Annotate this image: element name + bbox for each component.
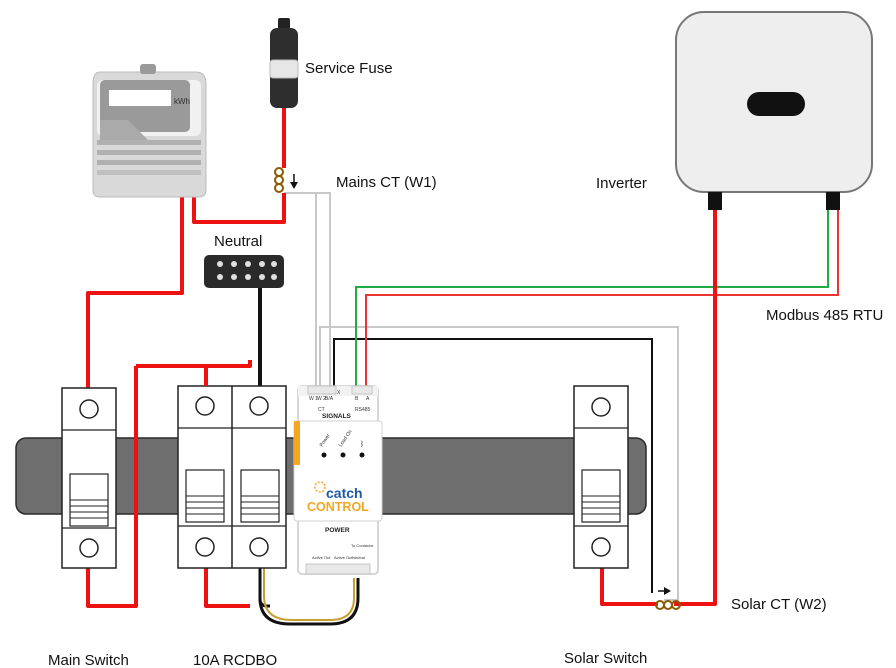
power-title: POWER: [325, 527, 350, 534]
signals-title: SIGNALS: [322, 413, 352, 420]
neutral-bar: [204, 255, 284, 288]
solar-switch: [573, 385, 629, 569]
brand-top: catch: [326, 485, 363, 501]
neutral-label: Neutral: [214, 233, 262, 250]
solar-ct-label: Solar CT (W2): [731, 596, 827, 613]
main-switch: [61, 387, 117, 569]
rs485-red-wire: [365, 210, 839, 388]
terminal-gnd: B/A: [325, 396, 334, 402]
service-fuse: [269, 18, 299, 108]
energy-meter: kWh: [92, 64, 207, 198]
main-switch-label: Main Switch: [48, 652, 129, 668]
modbus-label: Modbus 485 RTU: [766, 307, 883, 324]
catch-control-logo: catch CONTROL: [307, 481, 369, 514]
rs485-label: RS485: [355, 407, 371, 413]
power-terminal-2-top: To Contactor: [351, 543, 374, 548]
device-neutral-wire-gold: [263, 566, 355, 621]
solar-ct-arrow-icon: [658, 587, 671, 595]
mains-ct-label: Mains CT (W1): [336, 174, 437, 191]
inverter: [675, 11, 873, 210]
terminal-x: X: [337, 390, 341, 396]
rs485-green-wire: [355, 210, 829, 388]
black-signal-wire: [333, 338, 653, 593]
mains-ct-arrow-icon: [290, 174, 298, 189]
terminal-b: B: [355, 396, 359, 402]
catch-control-device: W 1 W 2 B/A X B A CT RS485 SIGNALS Power…: [293, 385, 383, 575]
inverter-label: Inverter: [596, 175, 647, 192]
ct-label: CT: [318, 407, 325, 413]
power-terminal-2: Active Out: [334, 555, 353, 560]
power-terminal-1: Active Out: [312, 555, 331, 560]
mains-ct-coil: [274, 167, 284, 193]
solar-switch-label: Solar Switch: [564, 650, 647, 667]
terminal-a: A: [366, 396, 370, 402]
terminal-w1: W 1: [309, 396, 318, 402]
rcbo-breaker: [177, 385, 287, 569]
power-led: [321, 452, 327, 458]
brand-bottom: CONTROL: [307, 500, 369, 514]
service-fuse-label: Service Fuse: [305, 60, 393, 77]
power-terminal-3: Neutral: [352, 555, 365, 560]
bluetooth-icon: ᛒ: [360, 440, 364, 448]
grey-signal-wires: [284, 192, 679, 601]
bluetooth-led: [359, 452, 365, 458]
terminal-w2: W 2: [317, 396, 326, 402]
rcbo-label: 10A RCDBO: [193, 652, 277, 668]
meter-unit-label: kWh: [174, 97, 190, 106]
solar-ct-coil: [655, 600, 681, 610]
device-neutral-wire: [258, 566, 360, 626]
load-led: [340, 452, 346, 458]
